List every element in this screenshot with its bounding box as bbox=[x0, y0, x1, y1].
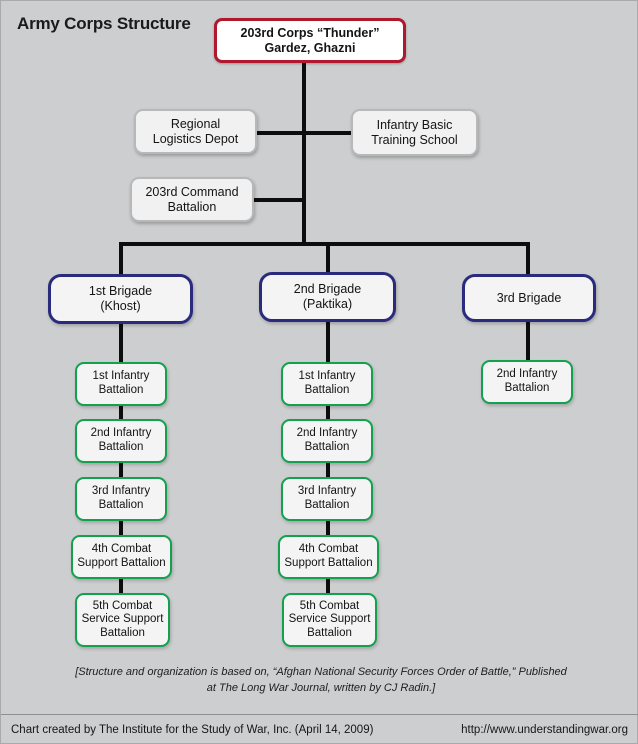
source-footnote: [Structure and organization is based on,… bbox=[71, 665, 571, 697]
node-b2-battalion-1-line1: 1st Infantry bbox=[298, 370, 356, 383]
node-b1-battalion-4-line1: 4th Combat bbox=[91, 543, 152, 556]
node-b1-battalion-5-line2: Service Support bbox=[81, 613, 164, 626]
node-b2-battalion-3-line1: 3rd Infantry bbox=[297, 485, 357, 498]
node-brigade-3[interactable]: 3rd Brigade bbox=[462, 274, 596, 322]
node-b1-battalion-2[interactable]: 2nd Infantry Battalion bbox=[75, 419, 167, 463]
node-b1-battalion-2-line1: 2nd Infantry bbox=[90, 427, 152, 440]
node-b1-battalion-1-line1: 1st Infantry bbox=[92, 370, 150, 383]
node-b1-battalion-1-line2: Battalion bbox=[98, 384, 144, 396]
connector-brigade-bus bbox=[119, 242, 530, 246]
node-b3-battalion-1[interactable]: 2nd Infantry Battalion bbox=[481, 360, 573, 404]
node-b2-battalion-2[interactable]: 2nd Infantry Battalion bbox=[281, 419, 373, 463]
source-footnote-line2: of Battle,” Published at The Long War Jo… bbox=[206, 666, 567, 694]
node-b2-battalion-3-line2: Battalion bbox=[304, 499, 350, 511]
node-b1-battalion-5-line1: 5th Combat bbox=[92, 599, 153, 612]
node-infantry-basic-training-school-line2: Training School bbox=[371, 132, 458, 147]
node-regional-logistics-depot-line1: Regional bbox=[170, 116, 221, 131]
node-203rd-command-battalion-line1: 203rd Command bbox=[145, 184, 239, 199]
connector-root-spine bbox=[302, 63, 306, 245]
node-corps-hq[interactable]: 203rd Corps “Thunder” Gardez, Ghazni bbox=[214, 18, 406, 63]
node-b2-battalion-3[interactable]: 3rd Infantry Battalion bbox=[281, 477, 373, 521]
node-b2-battalion-4-line2: Support Battalion bbox=[284, 557, 373, 569]
node-brigade-2-line2: (Paktika) bbox=[302, 297, 353, 311]
node-b1-battalion-3-line1: 3rd Infantry bbox=[91, 485, 151, 498]
node-203rd-command-battalion-line2: Battalion bbox=[167, 199, 217, 214]
node-corps-hq-line2: Gardez, Ghazni bbox=[264, 40, 356, 55]
source-footnote-line1: [Structure and organization is based on,… bbox=[75, 666, 466, 678]
node-b1-battalion-4-line2: Support Battalion bbox=[77, 557, 166, 569]
node-b2-battalion-5-line1: 5th Combat bbox=[299, 599, 360, 612]
node-b1-battalion-4[interactable]: 4th Combat Support Battalion bbox=[71, 535, 172, 579]
connector-brigade-drop-3 bbox=[526, 242, 530, 275]
node-brigade-1[interactable]: 1st Brigade (Khost) bbox=[48, 274, 193, 324]
connector-brigade-drop-1 bbox=[119, 242, 123, 275]
node-brigade-2[interactable]: 2nd Brigade (Paktika) bbox=[259, 272, 396, 322]
node-b2-battalion-2-line1: 2nd Infantry bbox=[296, 427, 358, 440]
connector-col2-chain bbox=[326, 321, 330, 611]
footer-credit: Chart created by The Institute for the S… bbox=[11, 724, 374, 736]
node-b2-battalion-4-line1: 4th Combat bbox=[298, 543, 359, 556]
page-title: Army Corps Structure bbox=[17, 14, 191, 33]
node-regional-logistics-depot[interactable]: Regional Logistics Depot bbox=[134, 109, 257, 154]
node-b2-battalion-1[interactable]: 1st Infantry Battalion bbox=[281, 362, 373, 406]
node-b2-battalion-1-line2: Battalion bbox=[304, 384, 350, 396]
node-brigade-1-line2: (Khost) bbox=[100, 299, 141, 313]
node-corps-hq-line1: 203rd Corps “Thunder” bbox=[240, 25, 380, 40]
connector-brigade-drop-2 bbox=[326, 242, 330, 275]
node-b1-battalion-5[interactable]: 5th Combat Service Support Battalion bbox=[75, 593, 170, 647]
connector-staff-logistics bbox=[255, 131, 305, 135]
connector-col3-chain bbox=[526, 321, 530, 363]
footer-divider bbox=[1, 714, 638, 715]
node-b1-battalion-2-line2: Battalion bbox=[98, 441, 144, 453]
node-b1-battalion-5-line3: Battalion bbox=[100, 626, 145, 639]
node-b1-battalion-1[interactable]: 1st Infantry Battalion bbox=[75, 362, 167, 406]
node-b2-battalion-4[interactable]: 4th Combat Support Battalion bbox=[278, 535, 379, 579]
node-infantry-basic-training-school[interactable]: Infantry Basic Training School bbox=[351, 109, 478, 156]
node-b2-battalion-5[interactable]: 5th Combat Service Support Battalion bbox=[282, 593, 377, 647]
node-203rd-command-battalion[interactable]: 203rd Command Battalion bbox=[130, 177, 254, 222]
connector-staff-training bbox=[302, 131, 354, 135]
node-b2-battalion-5-line2: Service Support bbox=[288, 613, 371, 626]
node-b2-battalion-5-line3: Battalion bbox=[307, 626, 352, 639]
node-regional-logistics-depot-line2: Logistics Depot bbox=[152, 131, 239, 146]
node-b1-battalion-3[interactable]: 3rd Infantry Battalion bbox=[75, 477, 167, 521]
node-b3-battalion-1-line2: Battalion bbox=[504, 382, 550, 394]
node-b3-battalion-1-line1: 2nd Infantry bbox=[496, 368, 558, 381]
connector-staff-command bbox=[252, 198, 305, 202]
footer-url[interactable]: http://www.understandingwar.org bbox=[461, 724, 628, 736]
node-brigade-3-line1: 3rd Brigade bbox=[496, 290, 562, 305]
node-brigade-1-line1: 1st Brigade bbox=[88, 284, 153, 299]
node-b2-battalion-2-line2: Battalion bbox=[304, 441, 350, 453]
node-b1-battalion-3-line2: Battalion bbox=[98, 499, 144, 511]
connector-col1-chain bbox=[119, 323, 123, 613]
node-infantry-basic-training-school-line1: Infantry Basic bbox=[376, 117, 453, 132]
node-brigade-2-line1: 2nd Brigade bbox=[293, 282, 362, 297]
